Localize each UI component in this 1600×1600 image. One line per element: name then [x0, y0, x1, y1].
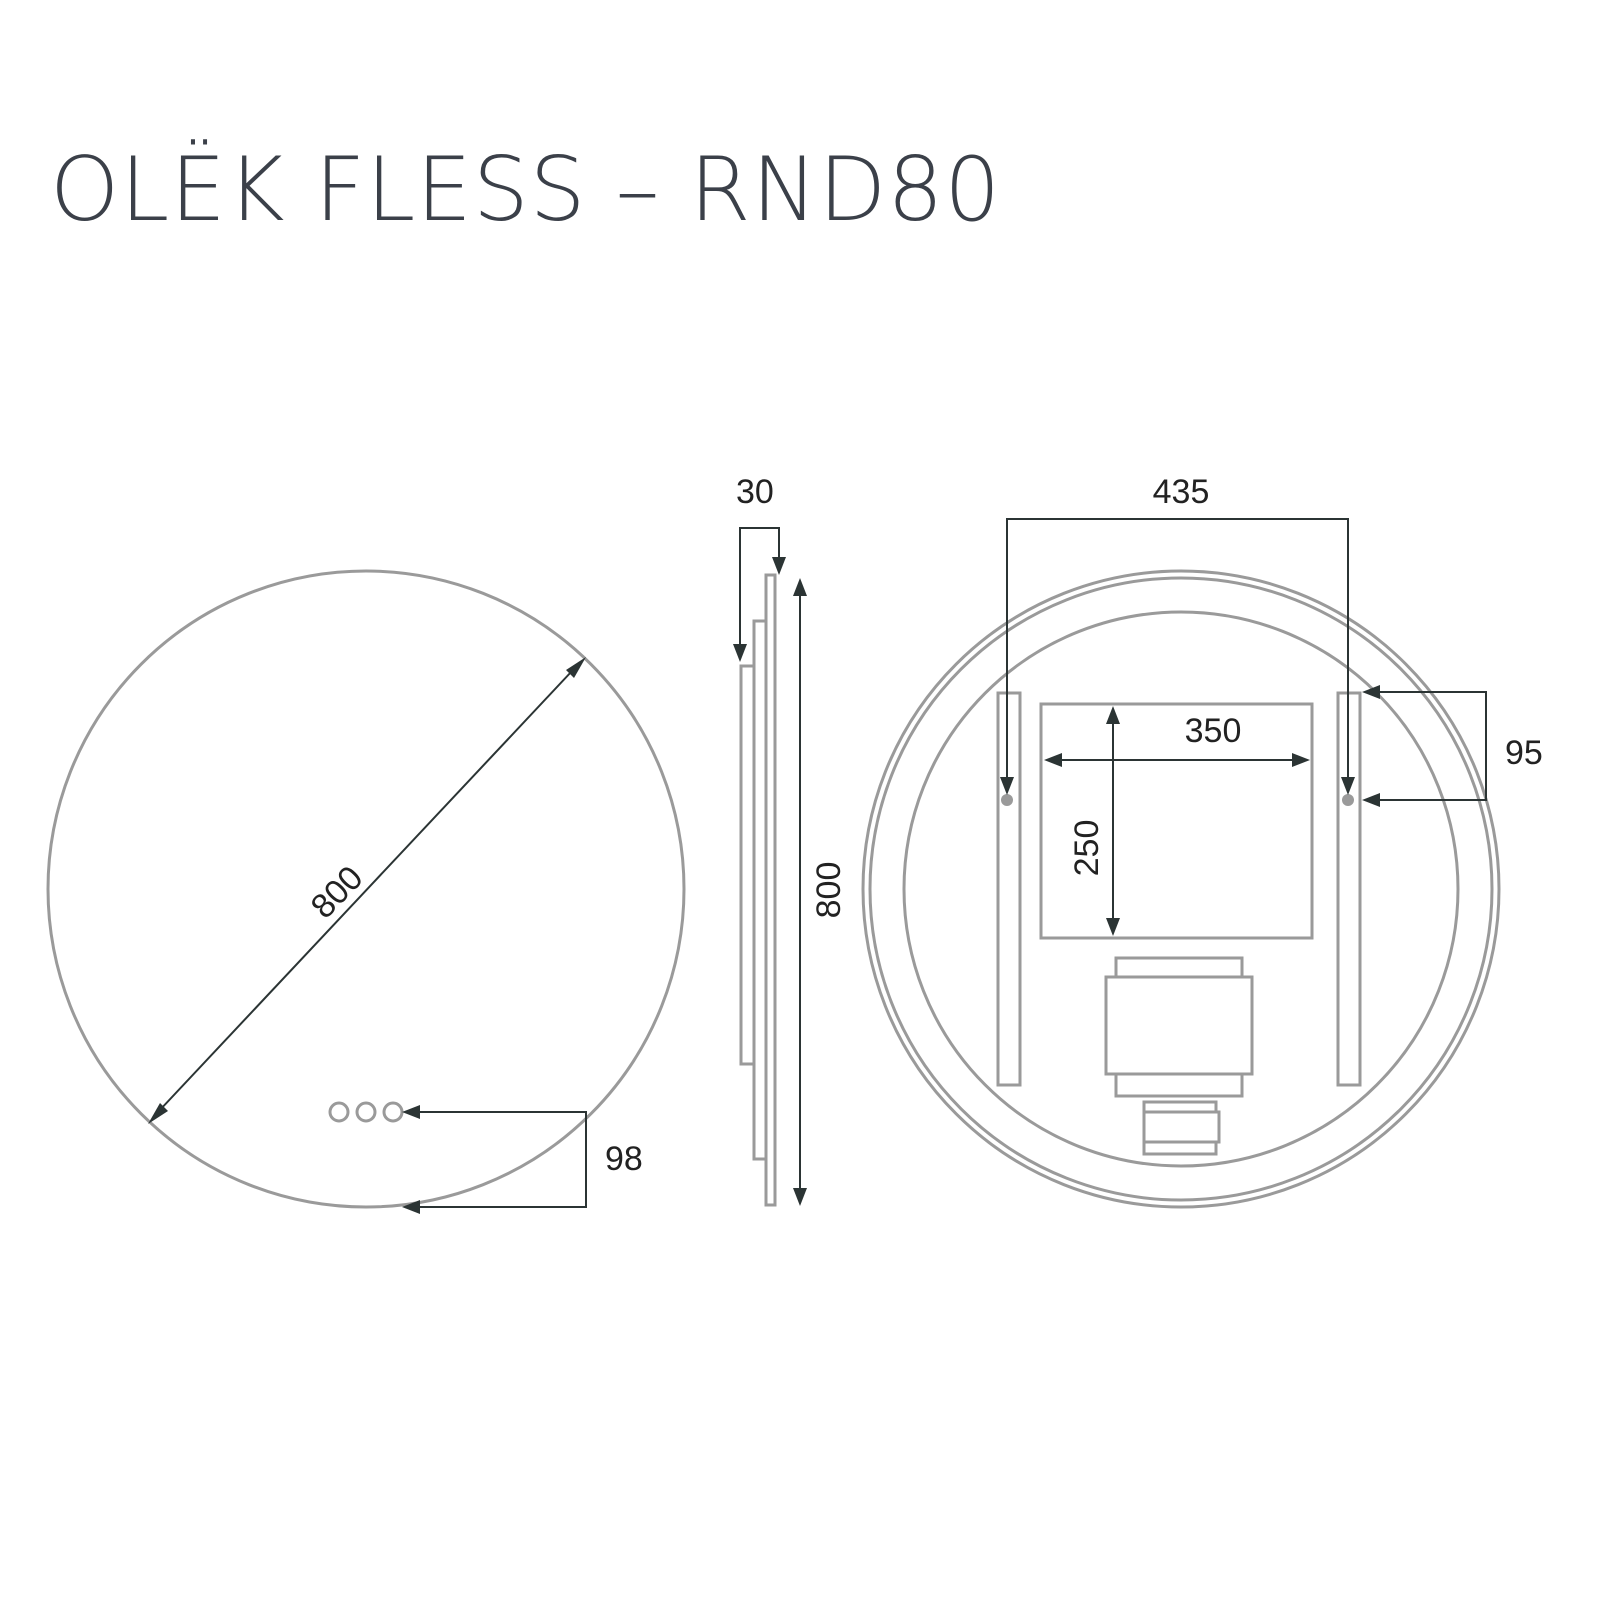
side-view: 30 800: [733, 473, 848, 1207]
connector-body: [1142, 1110, 1221, 1144]
arrow-head-icon: [1341, 777, 1355, 795]
depth-label: 30: [736, 473, 774, 511]
arrow-head-icon: [1292, 753, 1310, 767]
driver-bottom-cap: [1114, 1072, 1244, 1098]
mirror-outer-rim: [861, 569, 1501, 1209]
arrow-head-icon: [1362, 685, 1380, 699]
arrow-head-icon: [793, 1188, 807, 1206]
hang-hole-icon: [1342, 794, 1354, 806]
arrow-head-icon: [402, 1200, 420, 1214]
arrow-head-icon: [733, 644, 747, 662]
arrow-head-icon: [1044, 753, 1062, 767]
button-offset-label: 98: [605, 1140, 643, 1178]
arrow-head-icon: [772, 557, 786, 575]
arrow-head-icon: [566, 657, 586, 678]
arrow-head-icon: [1000, 777, 1014, 795]
hanger-spacing-dimension-line: [1006, 518, 1349, 780]
mirror-outline: [46, 569, 686, 1209]
mirror-inner-rim: [868, 576, 1494, 1202]
hanger-offset-dimension-line: [1376, 691, 1487, 801]
diameter-label: 800: [304, 859, 371, 926]
arrow-head-icon: [793, 578, 807, 596]
arrow-head-icon: [1362, 793, 1380, 807]
driver-top-cap: [1114, 956, 1244, 979]
frame-profile-step: [752, 619, 766, 1161]
back-view: 435 95 350 250: [861, 473, 1543, 1209]
frame-profile-back: [739, 664, 754, 1066]
touch-button-icon: [328, 1101, 350, 1123]
arrow-head-icon: [1106, 918, 1120, 936]
product-title: OLËK FLESS – RND80: [50, 138, 1002, 241]
arrow-head-icon: [1106, 706, 1120, 724]
backlight-frame: [902, 610, 1460, 1168]
box-width-label: 350: [1185, 712, 1242, 750]
button-offset-dimension-line: [416, 1111, 587, 1208]
height-label: 800: [810, 862, 848, 919]
hanger-spacing-label: 435: [1153, 473, 1210, 511]
electrical-box: [1039, 702, 1314, 940]
front-view: 800 98: [46, 569, 686, 1214]
arrow-head-icon: [402, 1105, 420, 1119]
box-height-label: 250: [1068, 820, 1106, 877]
hanger-offset-label: 95: [1505, 734, 1543, 772]
diameter-dimension-line: [157, 670, 573, 1113]
arrow-head-icon: [148, 1103, 168, 1124]
hanging-rail-left: [996, 691, 1022, 1087]
touch-button-icon: [382, 1101, 404, 1123]
touch-button-icon: [355, 1101, 377, 1123]
driver-body: [1104, 975, 1254, 1076]
connector-bottom: [1142, 1140, 1218, 1156]
hang-hole-icon: [1001, 794, 1013, 806]
depth-dimension-line: [739, 527, 780, 648]
mirror-glass-profile: [764, 573, 777, 1207]
